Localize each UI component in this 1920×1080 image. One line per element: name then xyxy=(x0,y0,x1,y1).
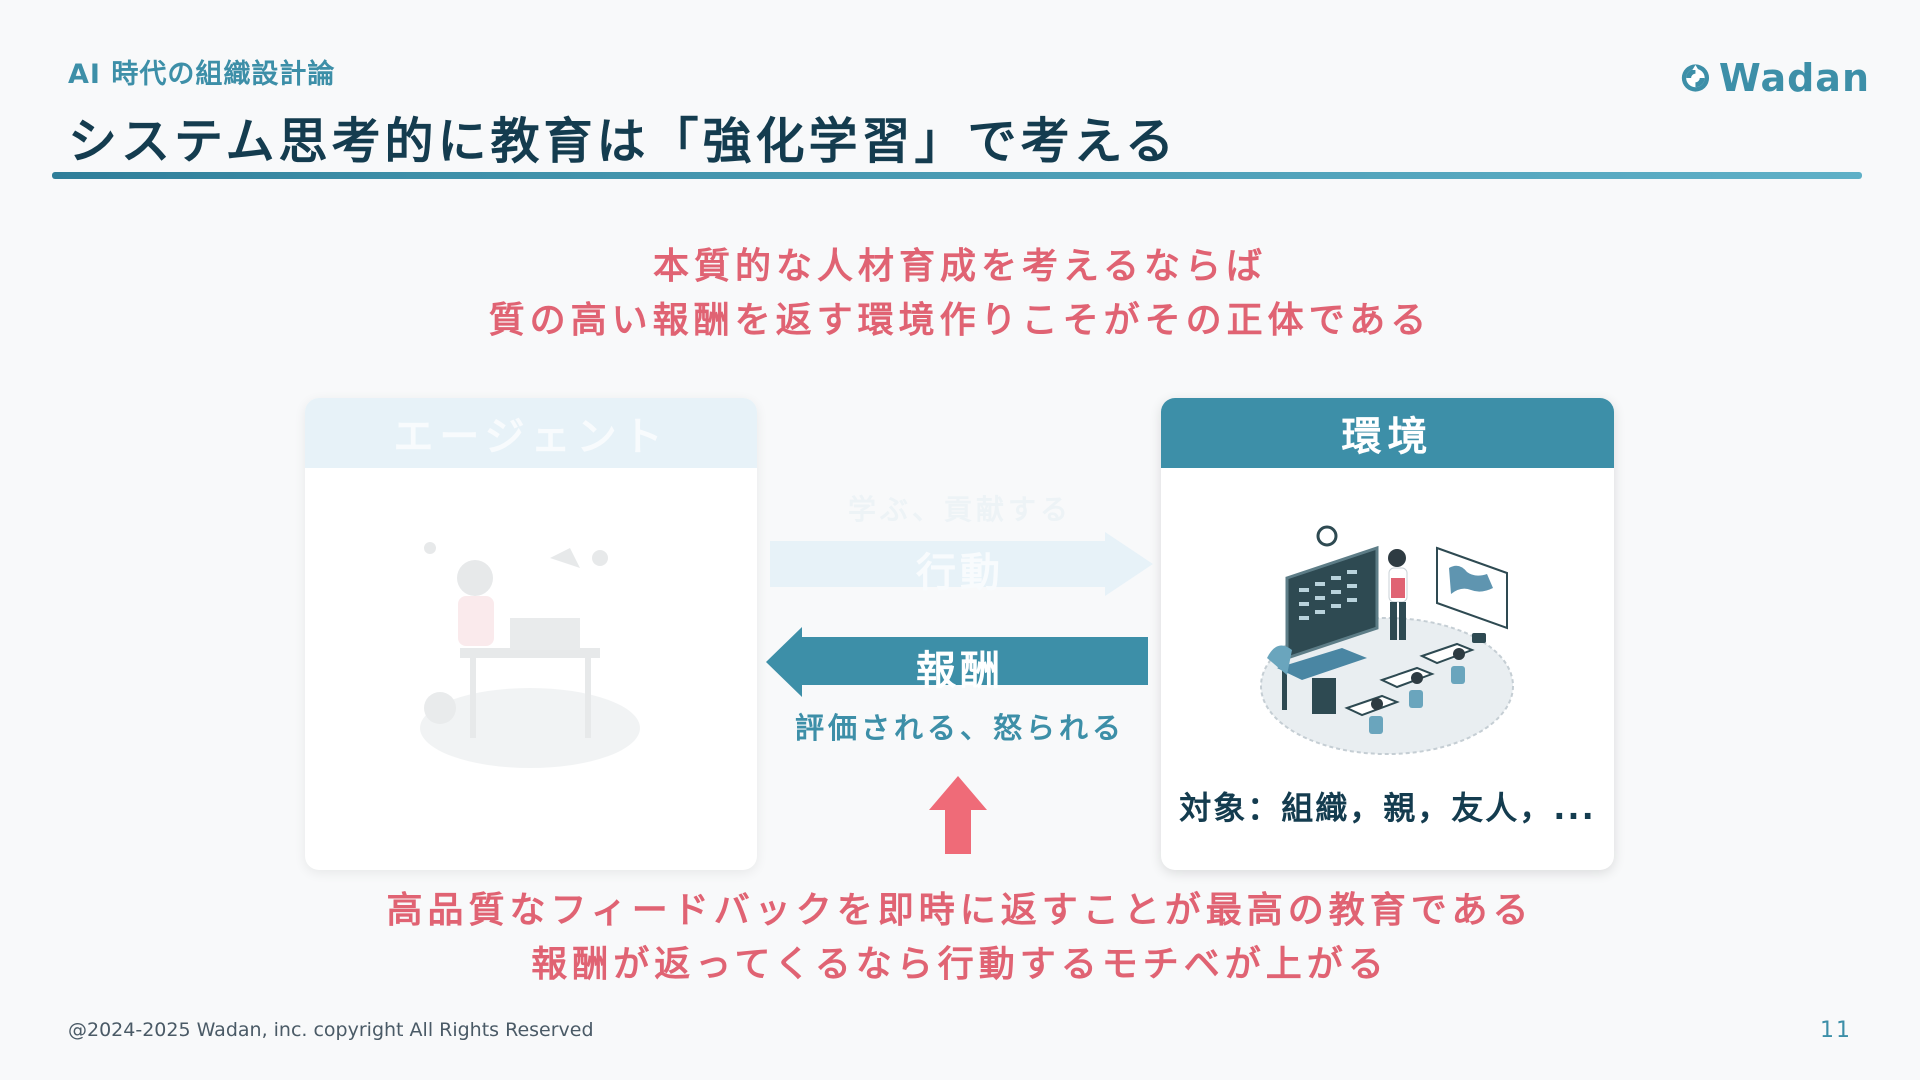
key-message-top-line2: 質の高い報酬を返す環境作りこそがその正体である xyxy=(488,300,1432,341)
action-arrow-label: 行動 xyxy=(916,550,1004,596)
slide-title: システム思考的に教育は「強化学習」で考える xyxy=(68,113,1179,170)
slide-section-label: AI 時代の組織設計論 xyxy=(68,59,336,90)
action-caption: 学ぶ、貢献する xyxy=(847,493,1072,526)
classroom-teacher-illustration-icon xyxy=(1260,525,1514,755)
environment-target-text: 対象：組織，親，友人，... xyxy=(1179,789,1596,827)
environment-card-title: 環境 xyxy=(1161,398,1614,468)
arrow-up-icon xyxy=(929,776,987,854)
reward-caption: 評価される、怒られる xyxy=(794,711,1125,745)
brand-logo: Wadan xyxy=(1680,50,1870,106)
environment-card: 環境 xyxy=(1161,398,1614,870)
action-arrow-right-icon xyxy=(770,532,1153,596)
key-message-bottom-line1: 高品質なフィードバックを即時に返すことが最高の教育である xyxy=(386,890,1534,931)
page-number: 11 xyxy=(1820,1018,1852,1043)
wadan-logo-icon xyxy=(1681,64,1710,92)
logo-wordmark: Wadan xyxy=(1718,56,1870,100)
key-message-top-line1: 本質的な人材育成を考えるならば xyxy=(653,246,1267,287)
key-message-bottom: 高品質なフィードバックを即時に返すことが最高の教育である 報酬が返ってくるなら行… xyxy=(0,884,1920,992)
student-desk-illustration-icon xyxy=(420,542,640,768)
copyright-footer: @2024-2025 Wadan, inc. copyright All Rig… xyxy=(68,1019,594,1041)
reward-arrow-left-icon xyxy=(766,627,1148,697)
reward-arrow-label: 報酬 xyxy=(916,648,1004,694)
agent-card: エージェント xyxy=(305,398,757,870)
key-message-top: 本質的な人材育成を考えるならば 質の高い報酬を返す環境作りこそがその正体である xyxy=(0,240,1920,348)
title-underline xyxy=(52,172,1862,179)
key-message-bottom-line2: 報酬が返ってくるなら行動するモチベが上がる xyxy=(531,944,1389,985)
agent-card-title: エージェント xyxy=(305,398,757,468)
